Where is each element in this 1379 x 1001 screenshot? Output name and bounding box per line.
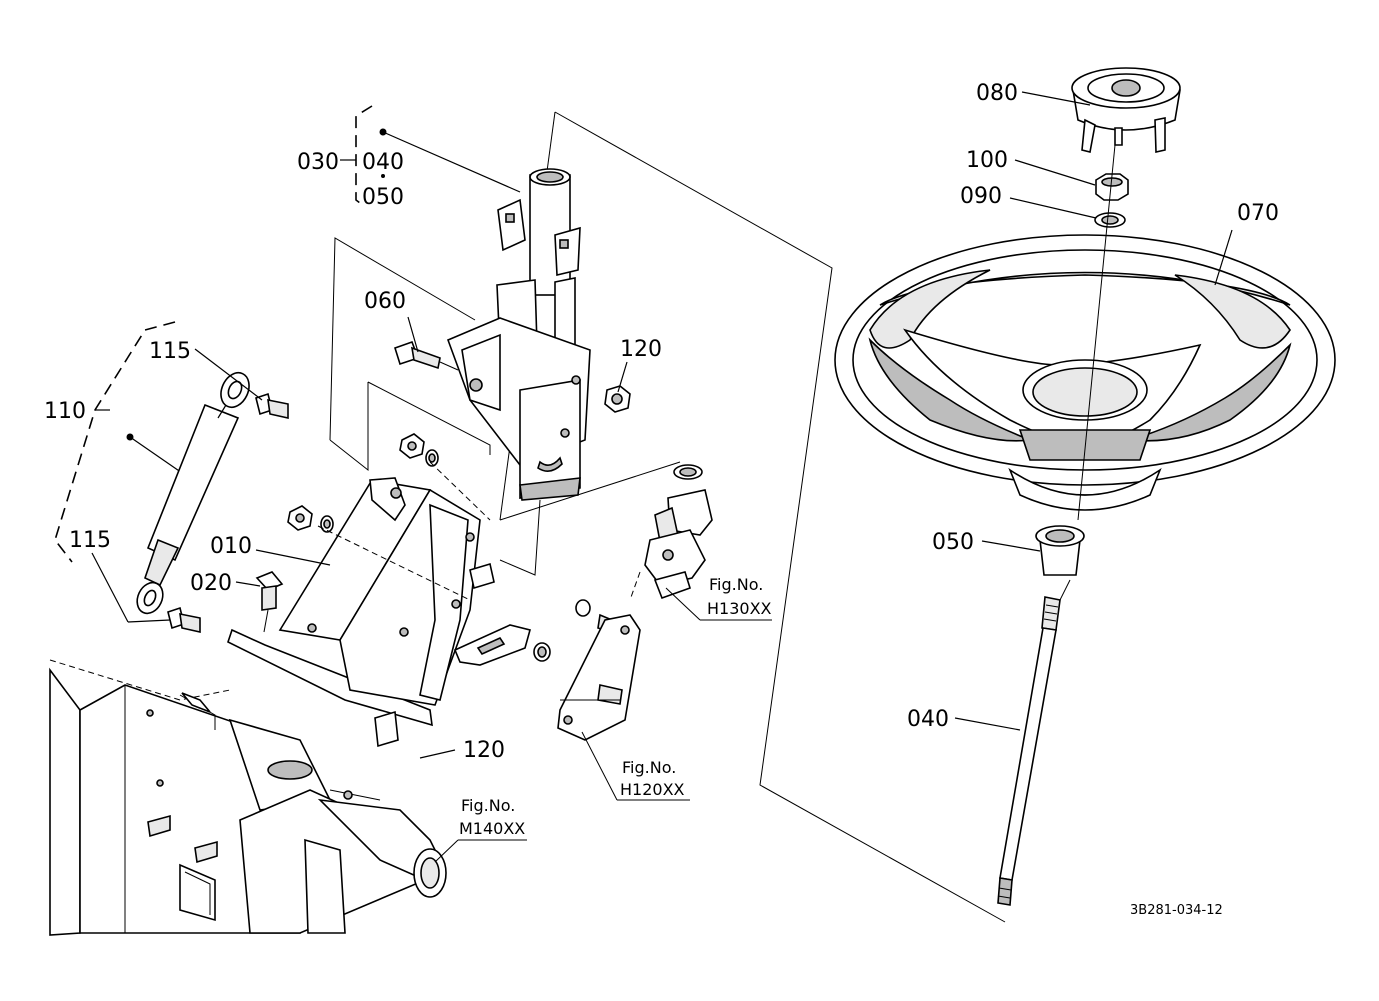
steering-shaft-040	[997, 596, 1061, 906]
group-bracket-030	[340, 105, 521, 207]
label-120-lower: 120	[463, 738, 505, 763]
fig-ref-m140-line1: Fig.No.	[461, 796, 515, 815]
leader-lines	[91, 91, 1097, 863]
group-frame-outline	[554, 111, 1006, 923]
bracket-010	[227, 477, 495, 748]
drawing-code: 3B281-034-12	[1130, 903, 1223, 918]
nut-120-upper	[604, 385, 631, 413]
column-axis-line	[1077, 144, 1116, 521]
fig-ref-h130-line1: Fig.No.	[709, 575, 763, 594]
label-110: 110	[44, 399, 86, 424]
label-115-lower: 115	[69, 528, 111, 553]
label-050-part: 050	[932, 530, 974, 555]
link-plates	[453, 599, 641, 741]
gas-spring-110	[54, 321, 250, 615]
nuts-washers-left	[287, 433, 491, 601]
bolt-060	[394, 340, 459, 371]
label-120-upper: 120	[620, 337, 662, 362]
label-050-group: 050	[362, 185, 404, 210]
steering-wheel-070	[834, 229, 1336, 511]
label-020: 020	[190, 571, 232, 596]
bracket-frame-outline	[329, 237, 476, 441]
label-080: 080	[976, 81, 1018, 106]
washer-090	[1094, 212, 1126, 228]
label-115-upper: 115	[149, 339, 191, 364]
center-cap-080	[1071, 67, 1181, 153]
label-040-group: 040	[362, 150, 404, 175]
universal-joint	[629, 464, 713, 601]
bushing-050	[1035, 525, 1085, 576]
fig-ref-m140-line2: M140XX	[459, 819, 525, 838]
steering-column-post	[446, 168, 591, 501]
stud-bolt-115-upper	[255, 392, 289, 419]
fig-ref-h130-line2: H130XX	[707, 599, 772, 618]
label-030: 030	[297, 150, 339, 175]
label-040-part: 040	[907, 707, 949, 732]
label-010: 010	[210, 534, 252, 559]
label-090: 090	[960, 184, 1002, 209]
label-100: 100	[966, 148, 1008, 173]
label-060: 060	[364, 289, 406, 314]
label-070: 070	[1237, 201, 1279, 226]
bolt-020	[255, 571, 284, 633]
fig-ref-h120-line1: Fig.No.	[622, 758, 676, 777]
machine-body	[49, 659, 447, 936]
stud-bolt-115-lower	[167, 606, 201, 633]
fig-ref-h120-line2: H120XX	[620, 780, 685, 799]
